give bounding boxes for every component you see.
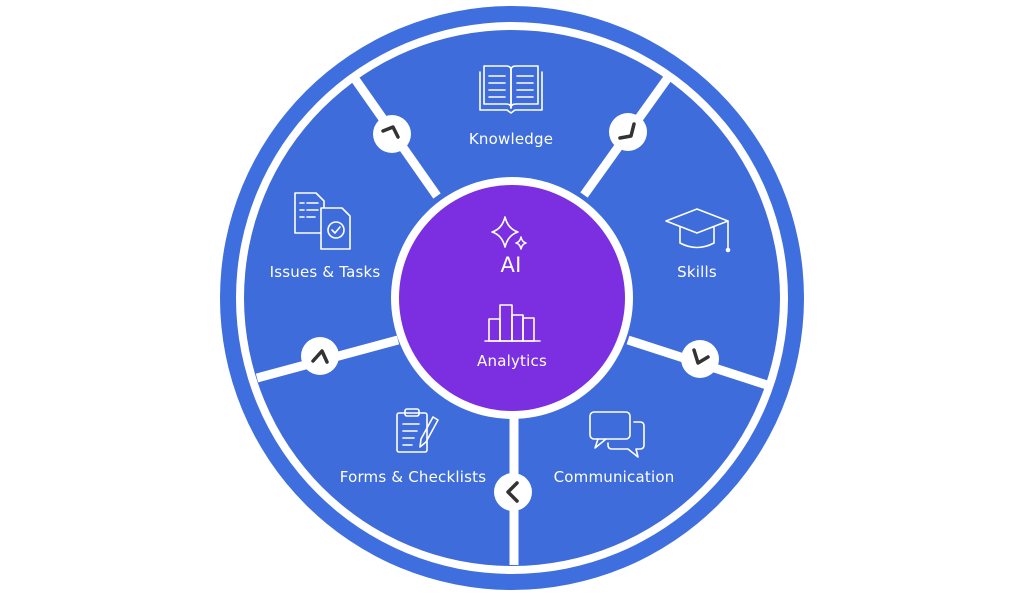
documents-check-icon [294,192,351,250]
chevron-cycle-icon [311,349,329,364]
sparkle-icon [491,216,527,250]
chevron-cycle-icon [381,125,400,139]
graduation-cap-icon [665,208,731,253]
segment-label-skills: Skills [677,263,717,281]
chevron-cycle-icon [506,481,519,503]
segment-label-communication: Communication [553,468,675,486]
clipboard-pen-icon [396,408,439,453]
chevron-cycle-icon [692,348,710,365]
segment-label-issues-tasks: Issues & Tasks [269,263,381,281]
cycle-arrow [373,115,411,153]
hub-label-analytics: Analytics [477,352,547,370]
chat-bubbles-icon [589,411,645,458]
hub-circle [399,185,625,411]
chevron-cycle-icon [618,122,636,140]
hub-label-ai: AI [500,253,522,277]
cycle-arrow [681,340,719,378]
cycle-arrow [609,113,647,151]
cycle-arrow [494,473,532,511]
segment-label-knowledge: Knowledge [468,130,554,148]
segment-label-forms-checklists: Forms & Checklists [339,468,487,486]
book-icon [479,65,543,114]
bar-chart-icon [484,304,541,342]
cycle-arrow [301,337,339,375]
